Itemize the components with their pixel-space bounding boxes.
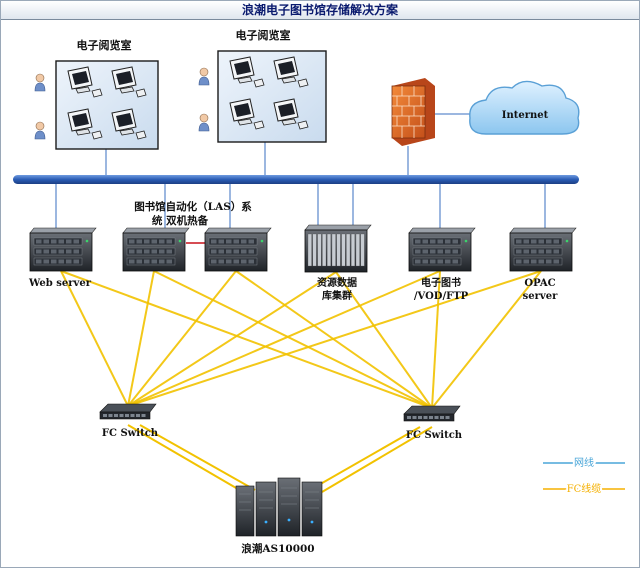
fc-switch-1: FC Switch [99,403,159,439]
computer-icon [273,56,309,88]
reading-room-2-pcs [229,56,309,130]
fc-cable [335,271,433,409]
user-icon [198,67,210,86]
network-backbone-bus [13,175,579,184]
storage-array-icon: 浪潮AS10000 [235,477,323,555]
blade-server-icon [304,224,372,273]
computer-icon [229,98,265,130]
user-icon [34,73,46,92]
fc-switch-2: FC Switch [403,405,463,441]
rack-server-icon [204,227,272,272]
computer-icon [111,108,147,140]
reading-room-1: 电子阅览室 [34,38,159,150]
fc-cable [60,270,129,407]
rack-server-icon [122,227,190,272]
fc-cable [431,270,441,409]
reading-room-2: 电子阅览室 [198,28,327,143]
fc-cable [127,424,244,493]
reading-room-2-label: 电子阅览室 [236,28,291,42]
server-resource-label-line2: 库集群 [322,289,352,302]
fc-switch-2-label: FC Switch [406,430,463,441]
fc-cable [60,270,433,409]
las-label-line1: 图书馆自动化（LAS）系 [134,200,252,213]
reading-room-1-pcs [67,66,147,140]
fc-cable [321,426,433,493]
fc-cable [127,270,542,407]
server-web: Web server [28,227,97,289]
user-icon [198,113,210,132]
switch-icon [403,405,461,422]
fc-cable [431,270,542,409]
fc-cable [127,270,237,407]
server-ebook: 电子图书/VOD/FTP [408,227,476,302]
network-lines [55,113,546,233]
internet-label: Internet [502,110,549,121]
computer-icon [229,56,265,88]
fc-cable [127,271,337,407]
computer-icon [67,108,103,140]
server-opac-label-line1: OPAC [524,278,555,289]
legend-network-label: 网线 [574,456,594,469]
server-las-b [204,227,272,272]
fc-switch-1-label: FC Switch [102,428,159,439]
server-opac: OPAC server [509,227,577,302]
fc-switches: FC Switch FC Switch [99,403,463,441]
server-web-label-line1: Web server [28,278,92,289]
fc-cable [127,270,441,407]
computer-icon [111,66,147,98]
computer-icon [67,66,103,98]
page-title: 浪潮电子图书馆存储解决方案 [0,0,640,20]
computer-icon [273,98,309,130]
server-opac-label-line2: server [523,291,558,302]
fc-cable [127,270,155,407]
rack-server-icon [29,227,97,272]
storage-label: 浪潮AS10000 [241,542,314,555]
legend: 网线 FC线缆 [543,454,625,497]
fc-cable [309,426,421,491]
firewall-icon [391,78,435,146]
server-ebook-label-line2: /VOD/FTP [414,291,469,302]
server-ebook-label-line1: 电子图书 [421,276,461,289]
legend-fc-label: FC线缆 [567,482,602,495]
fc-cable [139,424,256,491]
fc-cables [60,270,542,493]
reading-room-1-label: 电子阅览室 [77,38,132,52]
las-label-line2: 统 双机热备 [152,214,209,227]
server-las-a [122,227,190,272]
user-icon [34,121,46,140]
rack-server-icon [408,227,476,272]
internet-cloud-icon: Internet [469,80,580,135]
switch-icon [99,403,157,420]
fc-cable [153,270,433,409]
server-resource-label-line1: 资源数据 [317,276,357,289]
rack-server-icon [509,227,577,272]
